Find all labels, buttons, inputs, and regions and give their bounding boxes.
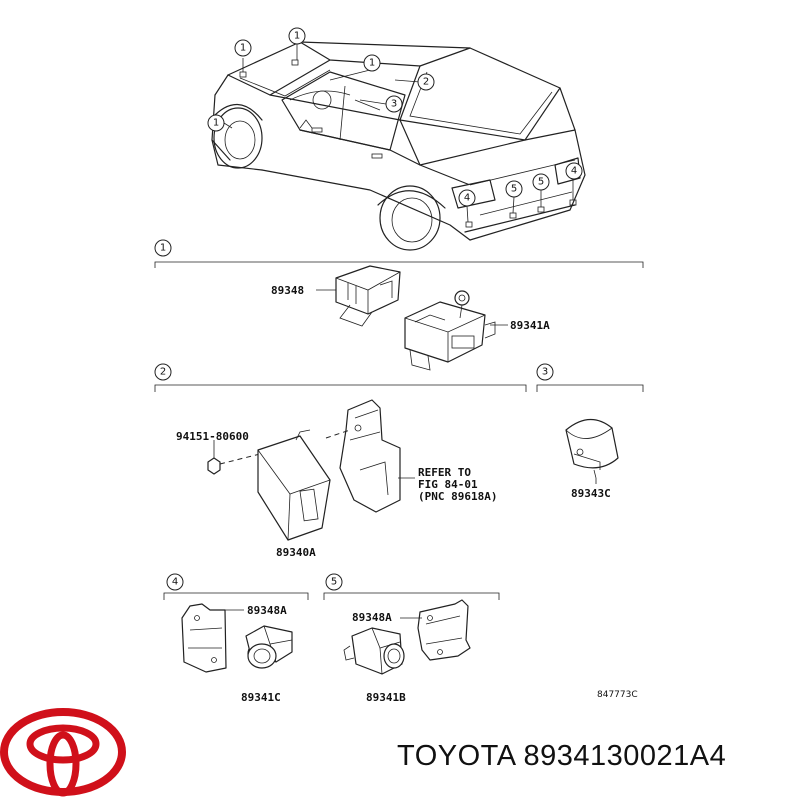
figure-code: 847773C: [597, 690, 638, 700]
part-89341A-drawing: [404, 290, 496, 371]
svg-text:5: 5: [331, 577, 337, 588]
car-callouts: 1 1 1 2 3 1 4 5 5 4: [207, 27, 583, 207]
section-5: 5 89348A 89341B: [323, 573, 500, 704]
callout-1-b: 1: [288, 27, 306, 45]
bolt-94151-80600-drawing: [207, 440, 221, 475]
callout-1-d: 1: [207, 114, 225, 132]
callout-5-b: 5: [532, 173, 550, 191]
callout-1-a: 1: [234, 39, 252, 57]
svg-text:2: 2: [160, 367, 166, 378]
svg-text:4: 4: [464, 193, 470, 204]
part-89341B-drawing: [343, 627, 405, 675]
svg-text:4: 4: [571, 166, 577, 177]
svg-text:2: 2: [423, 77, 429, 88]
label-89340A: 89340A: [276, 546, 316, 559]
label-89343C: 89343C: [571, 487, 611, 500]
section-3: 3 89343C: [536, 363, 644, 500]
sensor-bracket-4-drawing: [181, 603, 227, 673]
ecu-bracket-drawing: [339, 399, 401, 513]
refer-note-line-2: FIG 84-01: [418, 478, 478, 491]
svg-text:5: 5: [511, 184, 517, 195]
svg-text:1: 1: [213, 118, 219, 129]
refer-note-line-3: (PNC 89618A): [418, 490, 497, 503]
callout-5-a: 5: [505, 180, 523, 198]
section-1: 1 89348 89341A: [154, 239, 644, 371]
label-89348A-sec4: 89348A: [247, 604, 287, 617]
svg-text:4: 4: [172, 577, 178, 588]
svg-text:1: 1: [160, 243, 166, 254]
svg-text:3: 3: [391, 99, 397, 110]
svg-text:1: 1: [240, 43, 246, 54]
label-89341A: 89341A: [510, 319, 550, 332]
callout-4-a: 4: [458, 189, 476, 207]
part-89343C-drawing: [565, 418, 619, 479]
svg-text:1: 1: [294, 31, 300, 42]
sensor-bracket-5-drawing: [417, 599, 471, 661]
part-89348-drawing: [335, 265, 401, 327]
toyota-logo-icon: [0, 708, 126, 797]
label-94151-80600: 94151-80600: [176, 430, 249, 443]
callout-1-c: 1: [363, 54, 381, 72]
label-89341C: 89341C: [241, 691, 281, 704]
car-illustration: [211, 41, 586, 251]
svg-text:5: 5: [538, 177, 544, 188]
section-2: 2 94151-80600 89340A REFER TO FI: [154, 363, 527, 559]
part-89341C-drawing: [245, 625, 293, 669]
svg-text:3: 3: [542, 367, 548, 378]
part-89340A-drawing: [257, 429, 331, 541]
refer-note-line-1: REFER TO: [418, 466, 471, 479]
callout-3: 3: [385, 95, 403, 113]
callout-4-b: 4: [565, 162, 583, 180]
part-number-caption: TOYOTA 8934130021A4: [397, 740, 727, 772]
label-89348A-sec5: 89348A: [352, 611, 392, 624]
label-89341B: 89341B: [366, 691, 406, 704]
callout-2: 2: [417, 73, 435, 91]
section-4: 4 89348A 89341C: [163, 573, 309, 704]
svg-text:1: 1: [369, 58, 375, 69]
label-89348: 89348: [271, 284, 304, 297]
